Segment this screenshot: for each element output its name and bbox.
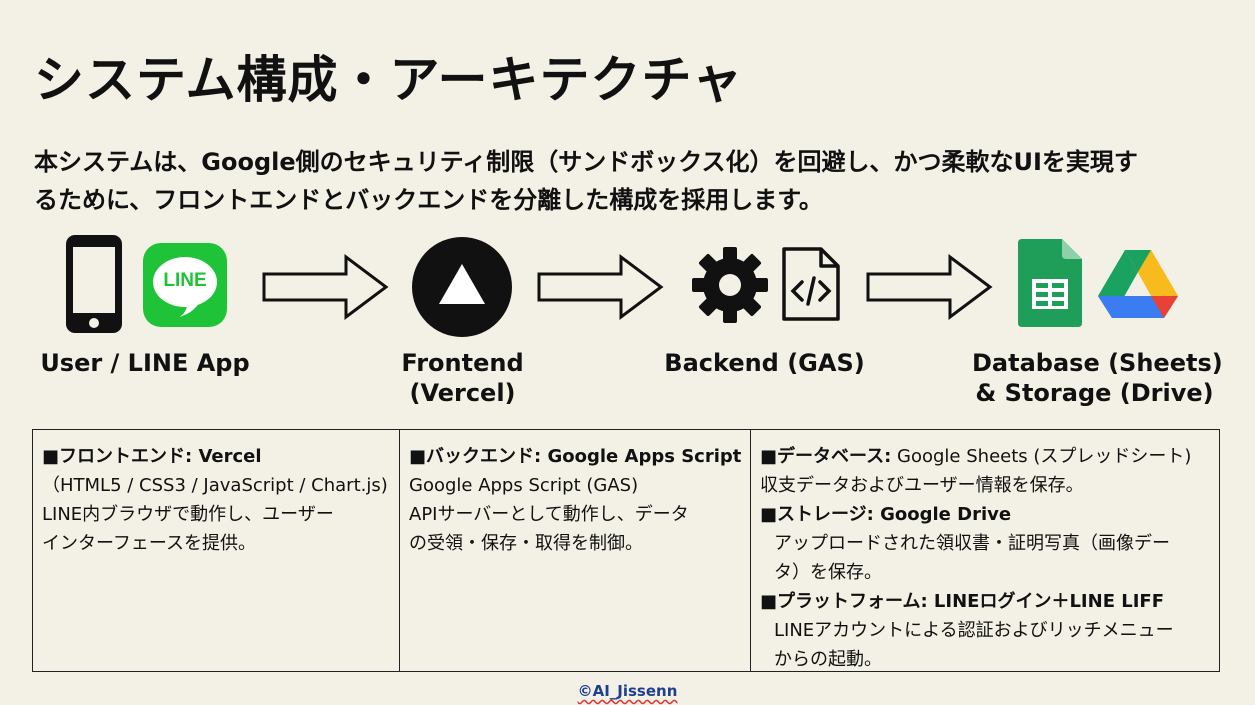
frontend-label-line-2: (Vercel)	[409, 379, 516, 407]
backend-line: APIサーバーとして動作し、データ	[409, 504, 689, 525]
frontend-line: インターフェースを提供。	[42, 533, 257, 554]
storage-line: アップロードされた領収書・証明写真（画像デー	[774, 533, 1170, 554]
arrow-right-icon	[537, 254, 664, 320]
arrow-right-icon	[866, 254, 993, 320]
line-app-icon: LINE	[143, 243, 227, 327]
copyright-text: ©AI_Jissenn	[577, 682, 678, 700]
intro-line-1: 本システムは、Google側のセキュリティ制限（サンドボックス化）を回避し、かつ…	[34, 148, 1138, 176]
platform-line: からの起動。	[774, 649, 882, 670]
gear-icon	[692, 247, 768, 323]
backend-line: Google Apps Script (GAS)	[409, 475, 639, 496]
line-logo-text: LINE	[163, 270, 207, 291]
copyright-footer: ©AI_Jissenn	[0, 682, 1255, 700]
vercel-logo-icon	[412, 237, 512, 337]
smartphone-icon	[66, 235, 122, 333]
database-label: Database (Sheets) & Storage (Drive)	[972, 348, 1223, 408]
backend-column: ■バックエンド: Google Apps Script Google Apps …	[399, 430, 750, 671]
frontend-line: LINE内ブラウザで動作し、ユーザー	[42, 504, 334, 525]
intro-line-2: るために、フロントエンドとバックエンドを分離した構成を採用します。	[34, 186, 823, 214]
platform-heading: ■プラットフォーム: LINEログイン＋LINE LIFF	[760, 591, 1165, 612]
database-heading: ■データベース: Google Sheets (スプレッドシート)	[760, 442, 1211, 471]
database-label-line-2: & Storage (Drive)	[975, 379, 1214, 407]
frontend-line: （HTML5 / CSS3 / JavaScript / Chart.js)	[42, 475, 388, 496]
platform-line: LINEアカウントによる認証およびリッチメニュー	[774, 620, 1174, 641]
code-file-icon	[782, 247, 840, 321]
user-label: User / LINE App	[40, 349, 250, 377]
data-column: ■データベース: Google Sheets (スプレッドシート) 収支データお…	[750, 430, 1219, 671]
frontend-heading: ■フロントエンド: Vercel	[42, 446, 262, 467]
frontend-label: Frontend (Vercel)	[380, 348, 545, 408]
description-table: ■フロントエンド: Vercel （HTML5 / CSS3 / JavaScr…	[32, 429, 1220, 672]
database-heading-label: ■データベース:	[760, 446, 892, 467]
database-line: 収支データおよびユーザー情報を保存。	[760, 475, 1084, 496]
backend-line: の受領・保存・取得を制御。	[409, 533, 643, 554]
frontend-column: ■フロントエンド: Vercel （HTML5 / CSS3 / JavaScr…	[33, 430, 399, 671]
storage-line: タ）を保存。	[774, 562, 882, 583]
arrow-right-icon	[262, 254, 389, 320]
database-label-line-1: Database (Sheets)	[972, 349, 1223, 377]
backend-label: Backend (GAS)	[664, 349, 865, 377]
database-heading-value: Google Sheets (スプレッドシート)	[891, 446, 1192, 467]
intro-text: 本システムは、Google側のセキュリティ制限（サンドボックス化）を回避し、かつ…	[34, 143, 1219, 219]
storage-heading: ■ストレージ: Google Drive	[760, 504, 1012, 525]
google-sheets-icon	[1018, 239, 1082, 327]
frontend-label-line-1: Frontend	[401, 349, 524, 377]
google-drive-icon	[1098, 250, 1178, 318]
backend-heading: ■バックエンド: Google Apps Script	[409, 446, 742, 467]
page-title: システム構成・アーキテクチャ	[34, 51, 743, 109]
